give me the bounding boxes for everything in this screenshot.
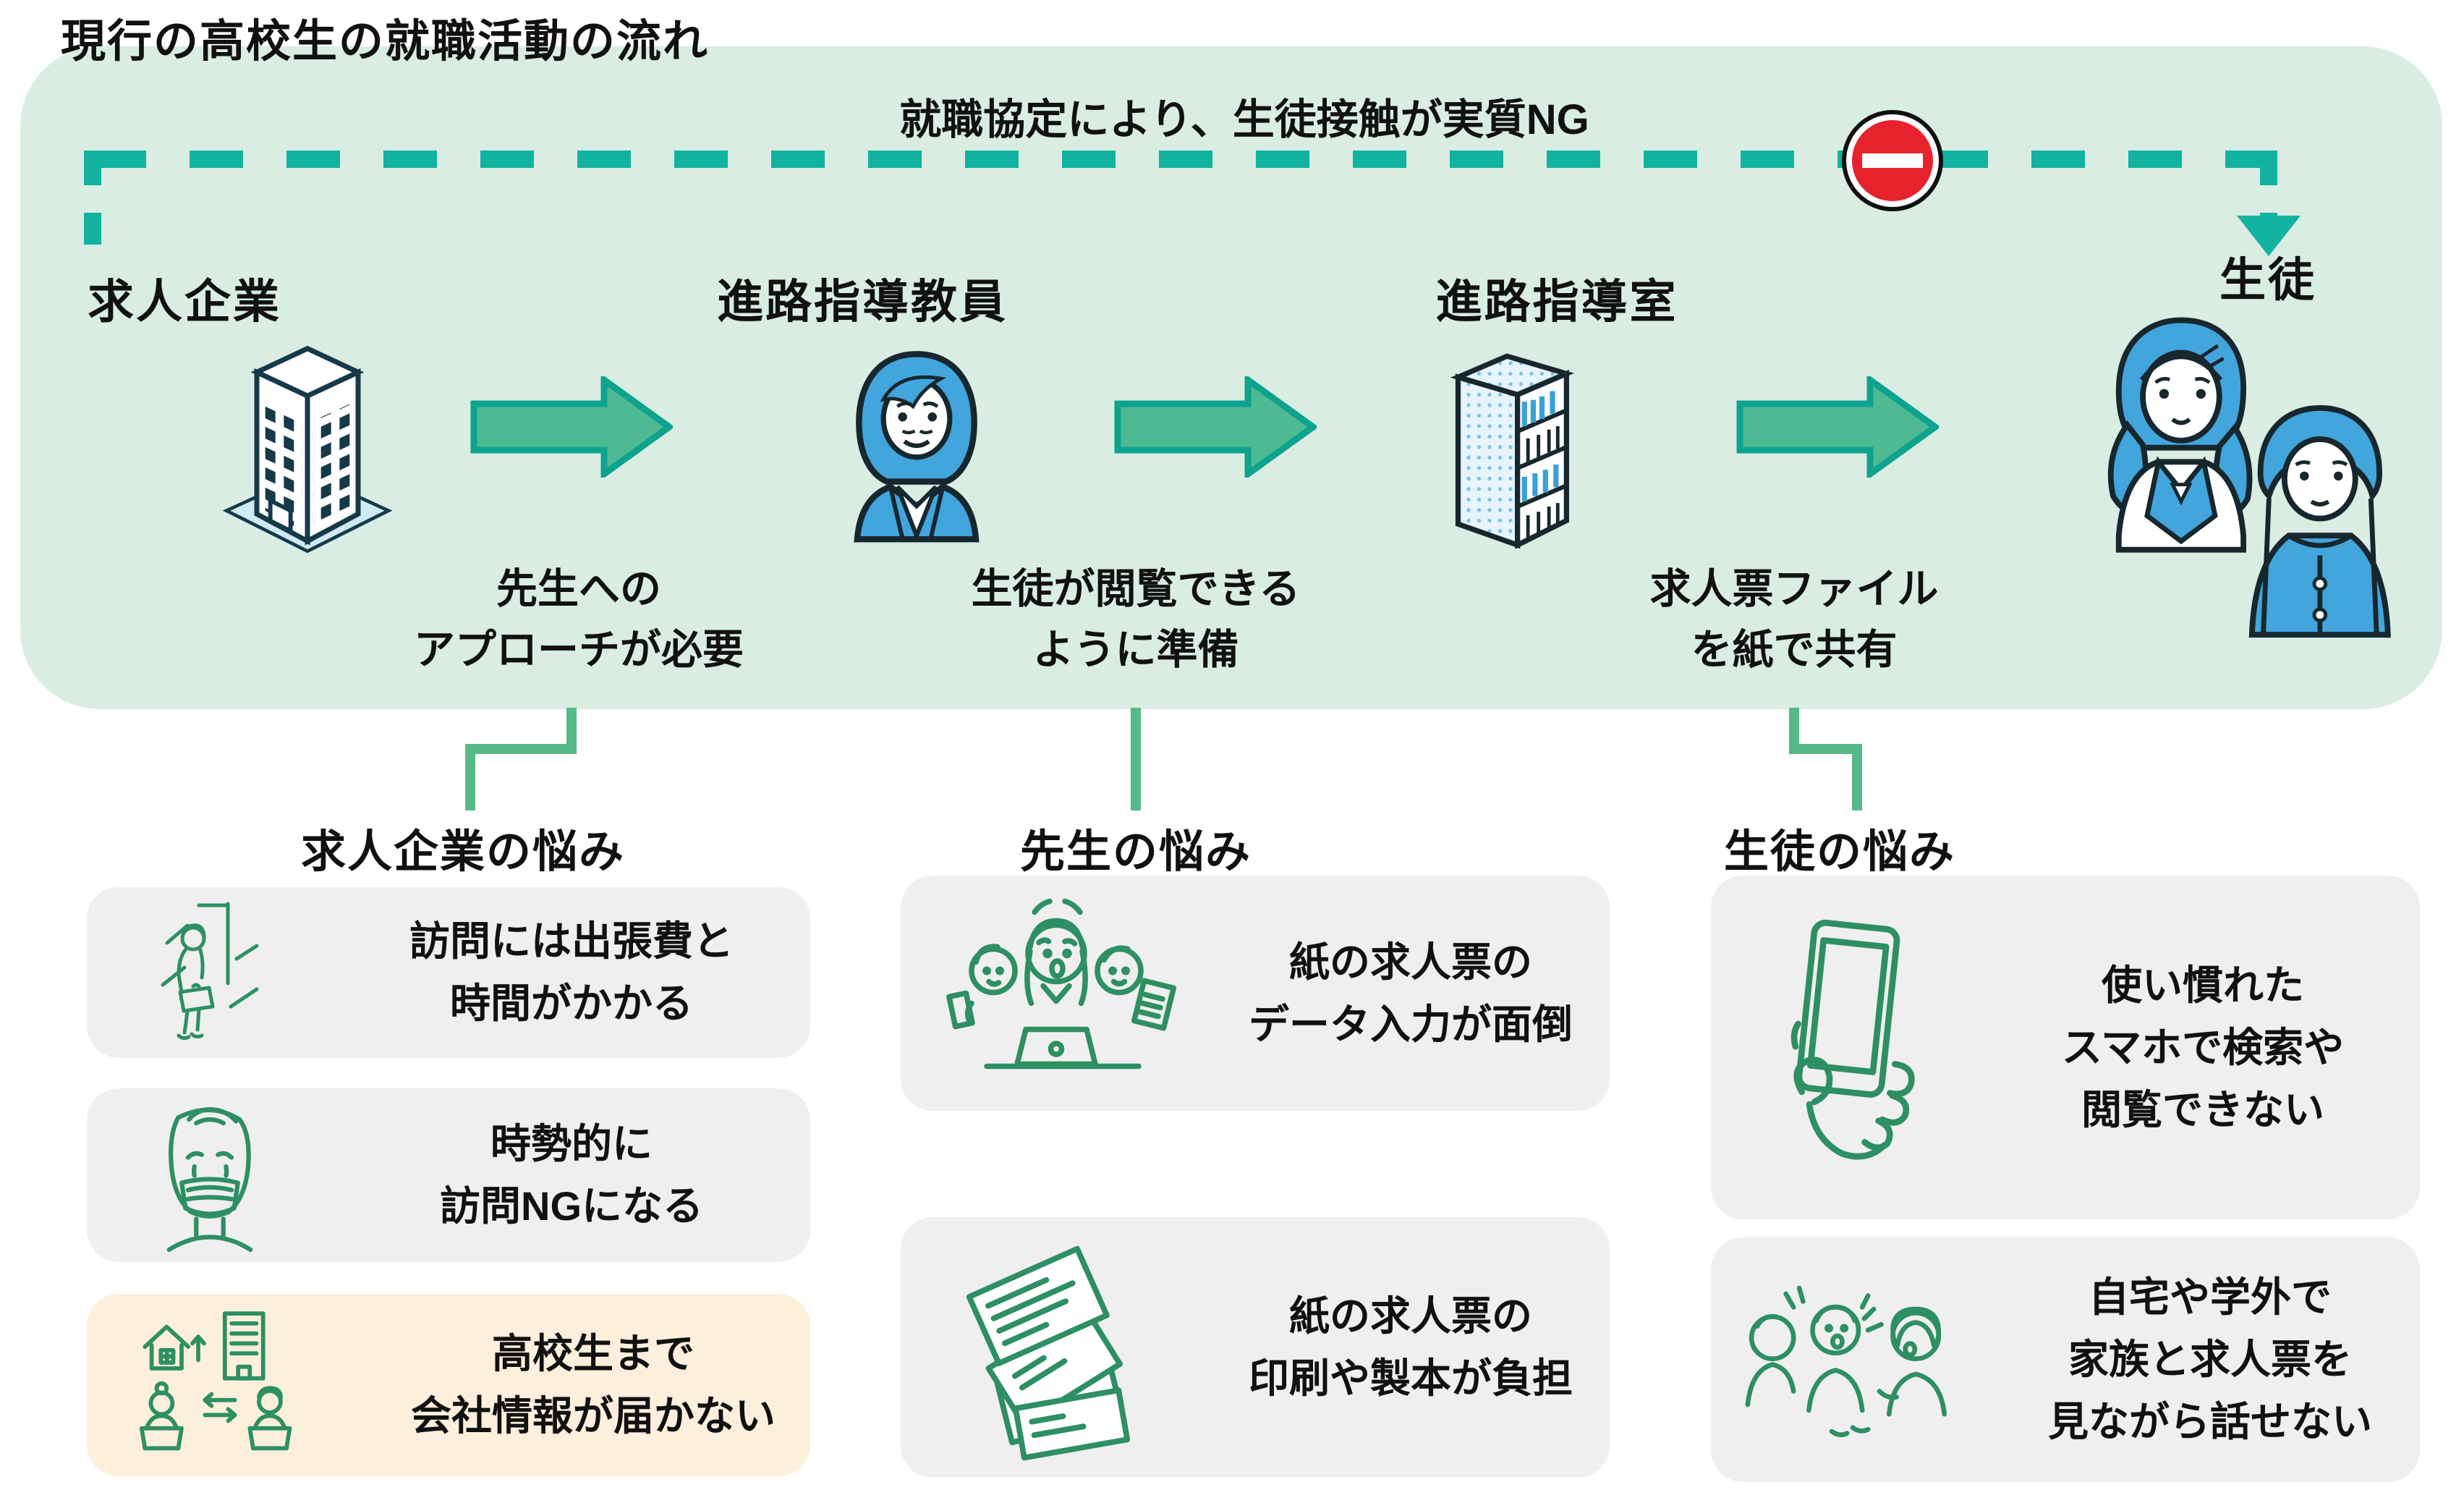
card-cannot-discuss: 自宅や学外で 家族と求人票を 見ながら話せない	[1711, 1237, 2420, 1482]
restriction-dashed-line-right-end	[2260, 151, 2277, 217]
restriction-dashed-line	[93, 151, 2277, 168]
card-text: 訪問には出張費と 時間がかかる	[409, 918, 734, 1026]
connector-line	[1789, 744, 1862, 754]
restriction-label: 就職協定により、生徒接触が実質NG	[899, 96, 1589, 143]
node-label-guidance-teacher: 進路指導教員	[717, 276, 1008, 328]
heading-student-worries: 生徒の悩み	[1723, 827, 1955, 877]
building-icon	[206, 334, 409, 559]
flow-arrow-icon	[470, 376, 673, 478]
smartphone-hand-icon	[1711, 903, 1986, 1193]
connector-line	[465, 744, 475, 810]
card-text: 使い慣れた スマホで検索や 閲覧できない	[2061, 962, 2345, 1132]
busy-teachers-icon	[901, 889, 1212, 1098]
card-text: 時勢的に 訪問NGになる	[440, 1121, 703, 1229]
card-data-entry: 紙の求人票の データ入力が面倒	[901, 876, 1610, 1111]
family-talk-icon	[1711, 1266, 2000, 1454]
card-text: 紙の求人票の データ入力が面倒	[1249, 939, 1573, 1047]
teacher-icon	[812, 340, 1021, 543]
node-label-guidance-room: 進路指導室	[1435, 276, 1678, 328]
heading-teacher-worries: 先生の悩み	[1019, 827, 1252, 877]
caption-prepare-for-students: 生徒が閲覧できる ように準備	[971, 566, 1301, 673]
train-passenger-icon	[87, 897, 333, 1049]
card-travel-cost: 訪問には出張費と 時間がかかる	[87, 887, 810, 1058]
page-title: 現行の高校生の就職活動の流れ	[61, 17, 710, 67]
students-icon	[2076, 300, 2416, 640]
connector-line	[566, 708, 577, 754]
connector-line	[1852, 744, 1862, 810]
card-no-smartphone: 使い慣れた スマホで検索や 閲覧できない	[1711, 876, 2420, 1219]
connector-line	[465, 744, 577, 754]
caption-share-on-paper: 求人票ファイル を紙で共有	[1649, 566, 1939, 673]
card-printing-burden: 紙の求人票の 印刷や製本が負担	[901, 1217, 1610, 1478]
paper-stack-icon	[901, 1228, 1212, 1467]
flow-arrow-icon	[1114, 376, 1317, 478]
masked-face-icon	[87, 1094, 333, 1257]
caption-approach-teachers: 先生への アプローチが必要	[414, 566, 744, 673]
restriction-dashed-line-left-end	[84, 151, 101, 245]
card-text: 自宅や学外で 家族と求人票を 見ながら話せない	[2048, 1274, 2372, 1444]
bookshelf-icon	[1432, 339, 1610, 549]
card-visit-ng: 時勢的に 訪問NGになる	[87, 1088, 810, 1262]
node-label-students: 生徒	[2219, 254, 2316, 306]
heading-company-worries: 求人企業の悩み	[300, 827, 625, 877]
node-label-company: 求人企業	[88, 276, 281, 328]
flow-arrow-icon	[1736, 376, 1939, 478]
connector-line	[1131, 708, 1141, 810]
no-entry-icon	[1842, 110, 1943, 211]
down-arrowhead-icon	[2237, 216, 2301, 256]
card-text: 紙の求人票の 印刷や製本が負担	[1249, 1293, 1573, 1401]
card-text: 高校生まで 会社情報が届かない	[411, 1331, 776, 1439]
remote-info-icon	[87, 1302, 376, 1468]
connector-line	[1789, 708, 1799, 754]
card-info-not-reaching: 高校生まで 会社情報が届かない	[87, 1294, 810, 1476]
